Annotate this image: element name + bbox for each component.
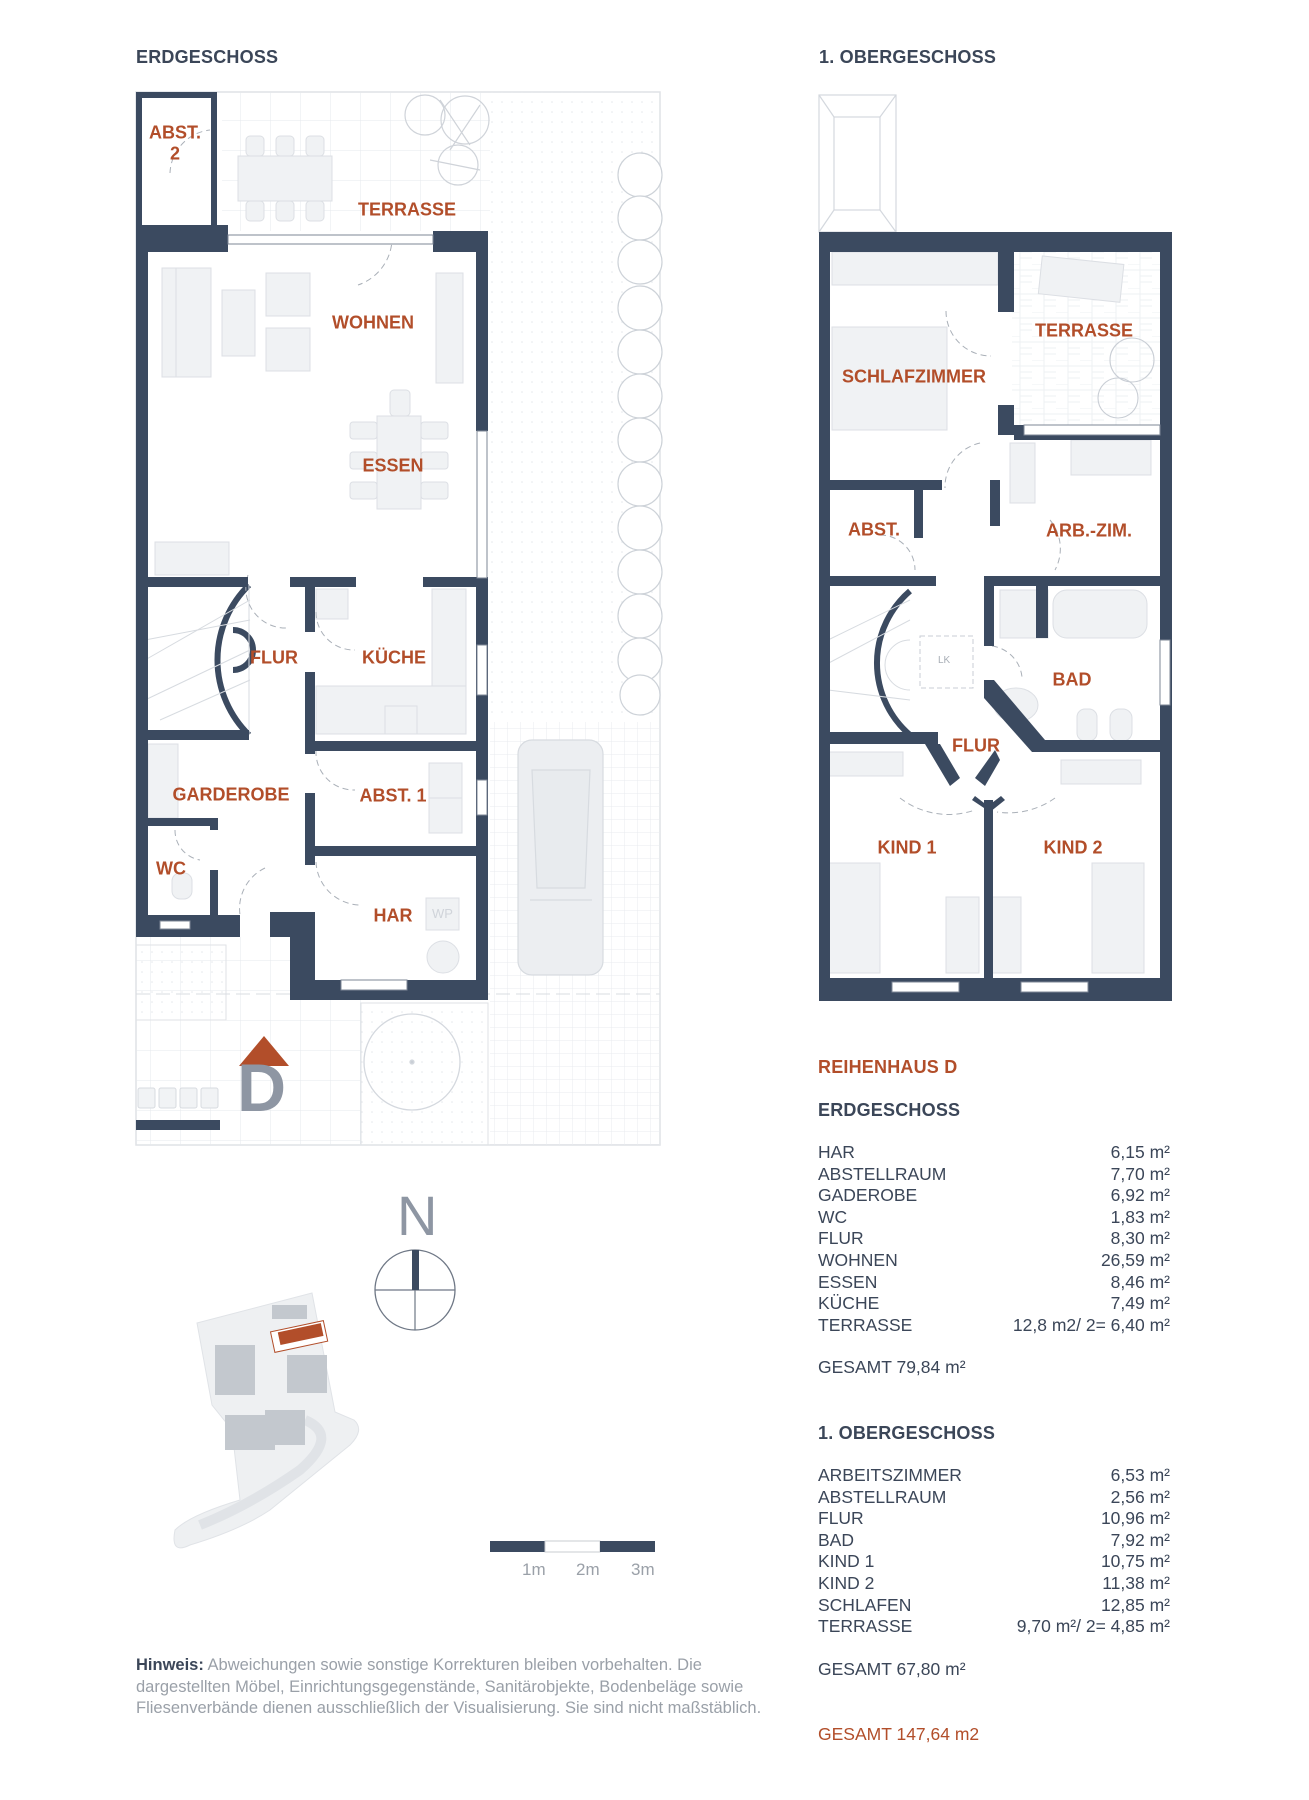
- plant-decoration: [404, 94, 490, 186]
- table-upper-heading: 1. OBERGESCHOSS: [818, 1423, 996, 1443]
- grand-total: GESAMT 147,64 m2: [818, 1724, 980, 1744]
- room-label-abst-upper: ABST.: [847, 519, 901, 540]
- staircase: [144, 582, 256, 738]
- furniture: [147, 135, 467, 974]
- room-label-essen: ESSEN: [362, 455, 424, 476]
- windows-upper: [891, 424, 1171, 993]
- room-label-terrasse-upper: TERRASSE: [1034, 320, 1134, 341]
- room-label-wohnen: WOHNEN: [332, 312, 414, 333]
- note-label: Hinweis:: [136, 1656, 204, 1674]
- scale-label-3m: 3m: [631, 1560, 655, 1579]
- door-swings: [169, 129, 393, 916]
- disclaimer-note: Hinweis: Abweichungen sowie sonstige Kor…: [136, 1655, 776, 1720]
- scale-label-2m: 2m: [576, 1560, 600, 1579]
- table-title: REIHENHAUS D: [818, 1057, 958, 1077]
- ground-total: GESAMT 79,84 m²: [818, 1357, 966, 1377]
- upper-floor-title: 1. OBERGESCHOSS: [819, 47, 997, 67]
- room-label-abst2: ABST. 2: [148, 122, 202, 163]
- front-wall: [136, 1120, 220, 1130]
- windows: [159, 234, 488, 991]
- door-swings-upper: [879, 310, 1061, 815]
- room-label-kind2: KIND 2: [1043, 837, 1103, 858]
- room-label-schlafzimmer: SCHLAFZIMMER: [842, 366, 986, 387]
- ground-floor-title: ERDGESCHOSS: [136, 47, 279, 67]
- table-ground-heading: ERDGESCHOSS: [818, 1100, 961, 1120]
- lk-label: LK: [938, 655, 951, 666]
- compass-icon: [374, 1249, 456, 1331]
- car-icon: [517, 739, 604, 976]
- house-marker-triangle: [239, 1036, 289, 1066]
- plant-upper: [1097, 337, 1155, 419]
- scale-label-1m: 1m: [522, 1560, 546, 1579]
- room-label-kind1: KIND 1: [877, 837, 937, 858]
- bin-storage: [137, 1087, 219, 1109]
- room-label-abst1: ABST. 1: [359, 785, 427, 806]
- note-text: Abweichungen sowie sonstige Korrekturen …: [136, 1656, 762, 1718]
- hedge-trees: [617, 152, 663, 716]
- room-label-flur-upper: FLUR: [952, 735, 1000, 756]
- highlighted-house: [277, 1323, 324, 1346]
- scale-bar: [490, 1540, 655, 1553]
- upper-total: GESAMT 67,80 m²: [818, 1659, 966, 1679]
- room-label-bad: BAD: [1052, 669, 1092, 690]
- room-label-arbzim: ARB.-ZIM.: [1046, 520, 1132, 541]
- room-label-kueche: KÜCHE: [361, 647, 427, 668]
- room-label-terrasse: TERRASSE: [357, 199, 457, 220]
- house-letter: D: [237, 1050, 287, 1126]
- room-label-garderobe: GARDEROBE: [172, 784, 290, 805]
- staircase-upper: [824, 588, 912, 738]
- room-label-flur-ground: FLUR: [250, 647, 298, 668]
- room-label-wc: WC: [156, 858, 186, 879]
- furniture-upper: [825, 251, 1152, 974]
- lk-shaft: [919, 635, 974, 689]
- front-tree: [363, 1013, 461, 1111]
- heat-pump-label: WP: [432, 906, 453, 921]
- site-plan-map: [173, 1292, 360, 1549]
- compass-north-label: N: [397, 1184, 438, 1247]
- room-label-har: HAR: [373, 905, 413, 926]
